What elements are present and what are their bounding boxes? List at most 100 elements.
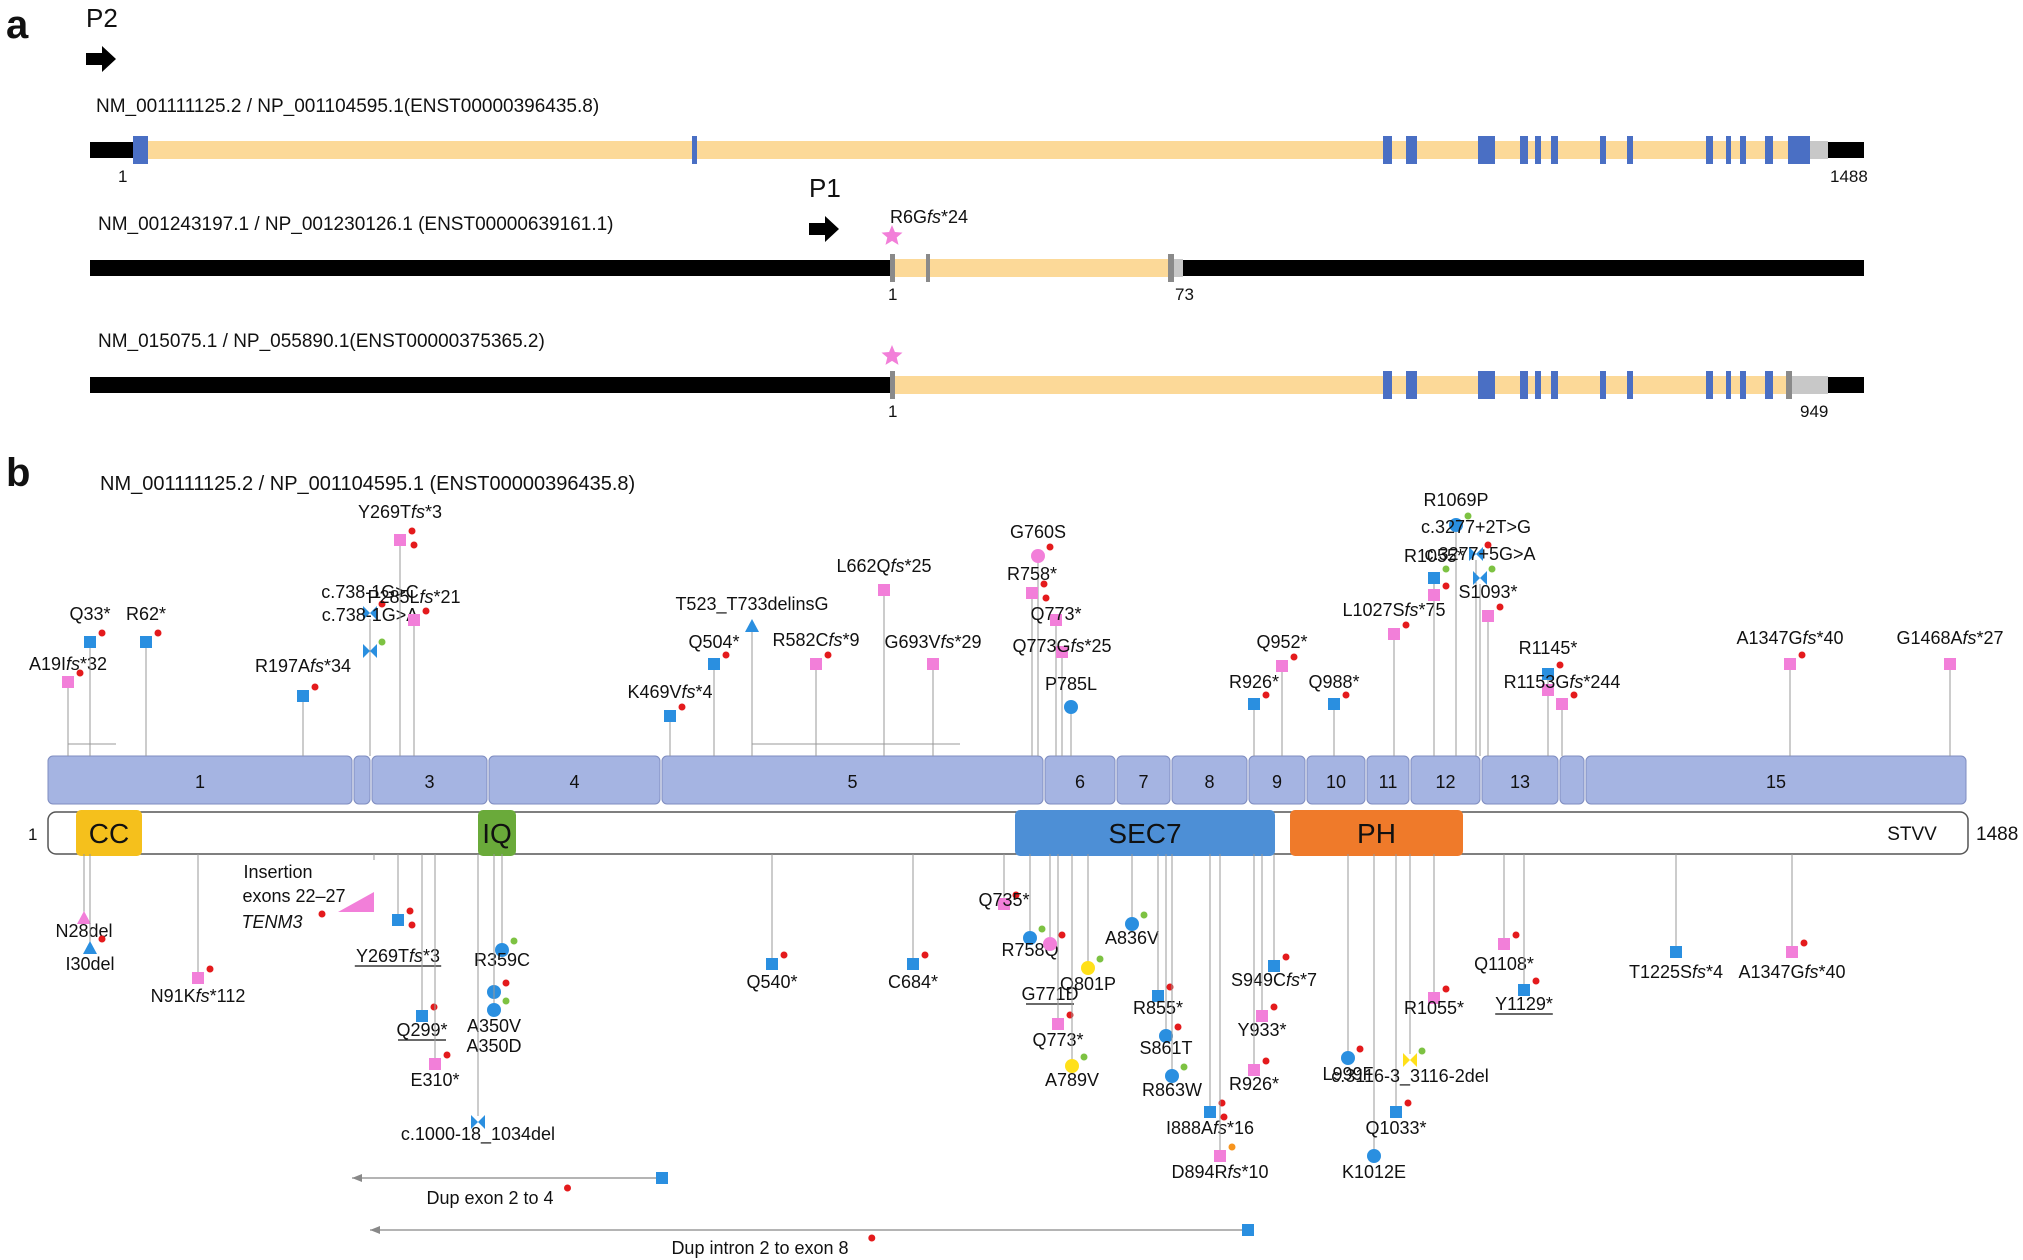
patient-dot <box>1174 1023 1182 1031</box>
label-part: fs <box>1227 1162 1241 1182</box>
patient-dot <box>1418 1047 1426 1055</box>
patient-dot <box>868 1234 876 1242</box>
domain-label: SEC7 <box>1108 818 1181 849</box>
square-marker <box>1204 1106 1216 1118</box>
mutation-label: A350V <box>467 1016 521 1036</box>
label-part: *34 <box>324 656 351 676</box>
exon-block <box>1406 136 1417 164</box>
square-marker <box>140 636 152 648</box>
label-part: R582C <box>772 630 828 650</box>
patient-dot <box>1532 977 1540 985</box>
label-part: L1027S <box>1342 600 1404 620</box>
exon-block <box>1706 371 1713 399</box>
label-part: fs <box>411 502 425 522</box>
mutation-label: c.3277+2T>G <box>1421 517 1531 537</box>
square-marker <box>1428 992 1440 1004</box>
transcript-label: NM_015075.1 / NP_055890.1(ENST0000037536… <box>98 331 545 352</box>
mutation-label: Q735* <box>978 890 1029 910</box>
label-part: A19I <box>29 654 66 674</box>
patient-dot <box>921 951 929 959</box>
patient-dot <box>1402 621 1410 629</box>
mutation-label: R855* <box>1133 998 1183 1018</box>
exon-number: 13 <box>1510 772 1530 792</box>
square-marker <box>656 1172 668 1184</box>
exon-grey <box>890 371 895 399</box>
patient-dot <box>1496 603 1504 611</box>
mutation-label: Q952* <box>1256 632 1307 652</box>
exon-number: 7 <box>1138 772 1148 792</box>
circle-marker <box>1065 1059 1079 1073</box>
exon-block <box>1765 371 1773 399</box>
mutation-label: Q33* <box>69 604 110 624</box>
exon-box <box>488 755 661 805</box>
mutation-label: R582Cfs*9 <box>772 630 859 650</box>
circle-marker <box>1064 700 1078 714</box>
patient-dot <box>824 651 832 659</box>
square-marker <box>1248 1064 1260 1076</box>
mutation-label: G771D <box>1021 984 1078 1004</box>
patient-dot <box>1096 955 1104 963</box>
exon-block <box>1627 136 1633 164</box>
mutation-label: I30del <box>65 954 114 974</box>
square-marker <box>1214 1150 1226 1162</box>
exon-block <box>1406 371 1417 399</box>
dup-label: Dup intron 2 to exon 8 <box>671 1238 848 1258</box>
mutation-label: T523_T733delinsG <box>675 594 828 615</box>
label-part: *4 <box>1706 962 1723 982</box>
square-marker <box>708 658 720 670</box>
exon-box <box>353 755 371 805</box>
label-part: fs <box>829 630 843 650</box>
mutation-label: L662Qfs*25 <box>836 556 931 576</box>
patient-dot <box>98 935 106 943</box>
mutation-label: A789V <box>1045 1070 1099 1090</box>
patient-dot <box>1040 580 1048 588</box>
exon-block <box>1788 136 1810 164</box>
label-part: *244 <box>1583 672 1620 692</box>
patient-dot <box>502 997 510 1005</box>
patient-dot <box>1038 925 1046 933</box>
exon-number: 1 <box>195 772 205 792</box>
domain-box <box>1290 810 1463 856</box>
label-part: *75 <box>1419 600 1446 620</box>
patient-dot <box>1180 1063 1188 1071</box>
patient-dot <box>1342 691 1350 699</box>
exon-block <box>1551 136 1558 164</box>
circle-marker <box>1341 1051 1355 1065</box>
label-part: *16 <box>1227 1118 1254 1138</box>
label-part: G693V <box>884 632 940 652</box>
square-marker <box>1428 589 1440 601</box>
exon-box <box>661 755 1044 805</box>
square-marker <box>1056 646 1068 658</box>
patient-dot <box>1042 594 1050 602</box>
square-marker <box>766 958 778 970</box>
circle-marker <box>1043 937 1057 951</box>
exon-block <box>1551 371 1558 399</box>
label-part: fs <box>1405 600 1419 620</box>
label-part: fs <box>1071 636 1085 656</box>
mutation-label: R1055* <box>1404 998 1464 1018</box>
bowtie-marker <box>1473 571 1487 585</box>
triangle-marker <box>83 941 97 954</box>
domain-box <box>76 810 142 856</box>
exon-block <box>1478 136 1495 164</box>
dup-arrowhead <box>352 1174 362 1182</box>
bowtie-marker <box>1403 1053 1417 1067</box>
mutation-label: C684* <box>888 972 938 992</box>
square-marker <box>927 658 939 670</box>
label-part: fs <box>310 656 324 676</box>
square-marker <box>416 1010 428 1022</box>
exon-box <box>1481 755 1559 805</box>
mutation-label: Y933* <box>1237 1020 1286 1040</box>
exon-block <box>1535 136 1541 164</box>
circle-marker <box>1159 1029 1173 1043</box>
exon-box <box>1306 755 1366 805</box>
mutation-label: A350D <box>466 1036 521 1056</box>
insertion-label-2: exons 22–27 <box>242 886 345 906</box>
exon-block <box>1383 136 1392 164</box>
utr3-region <box>1788 376 1828 394</box>
square-marker <box>1784 658 1796 670</box>
label-part: *10 <box>1242 1162 1269 1182</box>
domain-box <box>1015 810 1275 856</box>
patient-dot <box>678 703 686 711</box>
exon-block <box>1740 136 1746 164</box>
